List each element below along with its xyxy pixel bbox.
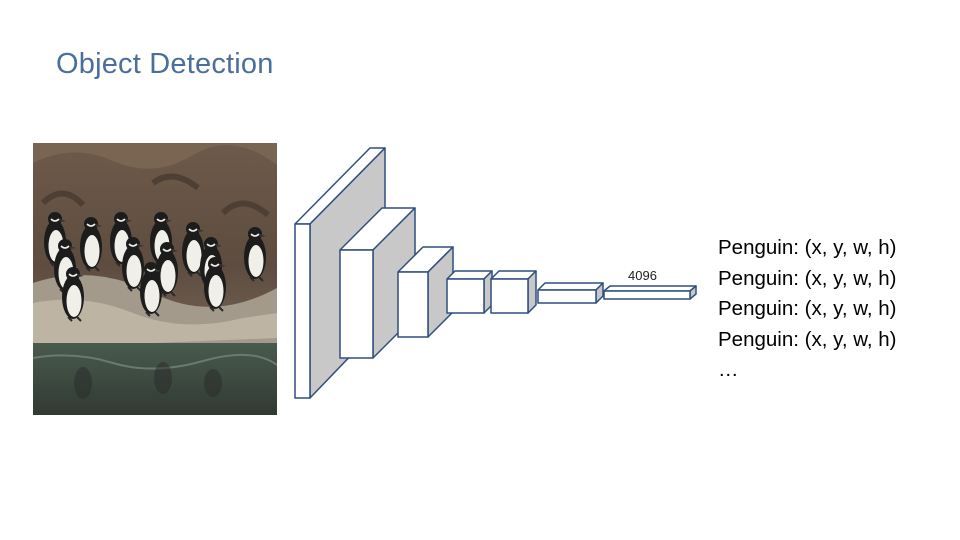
conv-layer-2 xyxy=(339,207,416,359)
detection-output-line: Penguin: (x, y, w, h) xyxy=(718,236,897,259)
detection-output-list: Penguin: (x, y, w, h) Penguin: (x, y, w,… xyxy=(718,233,897,386)
fc-size-label: 4096 xyxy=(628,268,657,283)
detection-output-line: Penguin: (x, y, w, h) xyxy=(718,266,897,290)
penguin-photo xyxy=(33,143,277,415)
fc-layer-4096 xyxy=(603,285,697,300)
conv-layer-5 xyxy=(490,270,537,314)
detection-output-ellipsis: … xyxy=(718,358,739,381)
conv-layer-4 xyxy=(446,270,493,314)
slide-title: Object Detection xyxy=(56,48,274,80)
fc-layer-1 xyxy=(537,282,604,304)
detection-output-line: Penguin: (x, y, w, h) xyxy=(718,327,897,351)
penguin-photo-art xyxy=(33,143,277,415)
conv-layer-3 xyxy=(397,246,454,338)
detection-output-line: Penguin: (x, y, w, h) xyxy=(718,297,897,320)
cnn-diagram xyxy=(294,147,697,399)
